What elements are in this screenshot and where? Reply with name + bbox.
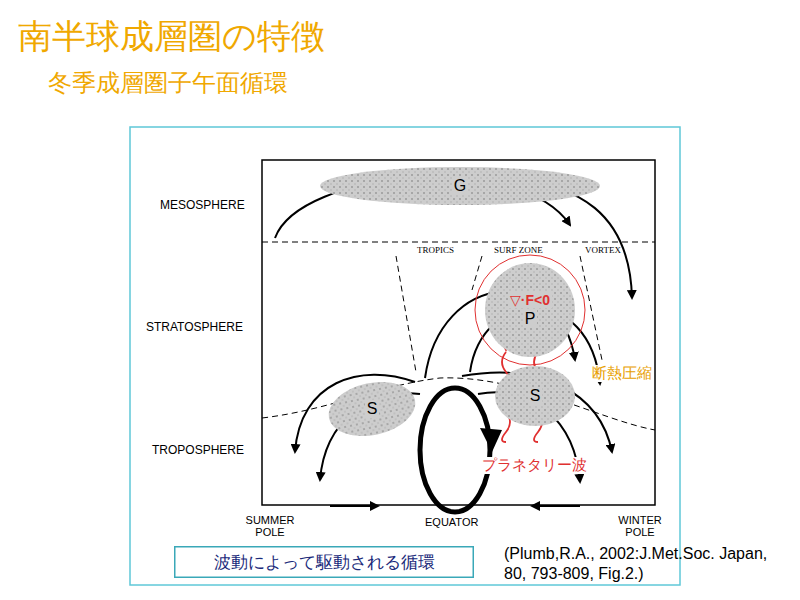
slide-title: 南半球成層圏の特徴: [18, 14, 325, 60]
pole-label: WINTER POLE: [610, 514, 670, 538]
synoptic-wave-region: S: [328, 383, 416, 435]
layer-name: TROPOSPHERE: [152, 444, 244, 457]
process-note: 断熱圧縮: [590, 365, 654, 382]
wave-label: プラネタリー波: [480, 457, 589, 474]
node-text: P: [523, 310, 538, 328]
layer-name: STRATOSPHERE: [146, 321, 243, 334]
node-text: S: [365, 400, 380, 418]
node-text: S: [528, 387, 543, 405]
axis-label: EQUATOR: [425, 516, 478, 528]
pole-label: SUMMER POLE: [240, 514, 300, 538]
gravity-wave-region: G: [320, 167, 600, 205]
citation: (Plumb,R.A., 2002:J.Met.Soc. Japan, 80, …: [504, 544, 779, 584]
node-text: ▽·F<0: [508, 292, 552, 308]
synoptic-wave-region: S: [495, 366, 575, 426]
node-text: G: [452, 177, 468, 195]
layer-name: MESOSPHERE: [160, 199, 245, 212]
slide-subtitle: 冬季成層圏子午面循環: [48, 70, 288, 96]
zone-name: VORTEX: [585, 246, 621, 256]
caption-box: 波動によって駆動される循環: [174, 546, 474, 578]
node-text: 波動によって駆動される循環: [214, 551, 435, 574]
zone-name: SURF ZONE: [494, 246, 543, 256]
planetary-wave-region: ▽·F<0P: [475, 255, 585, 365]
zone-name: TROPICS: [417, 246, 454, 256]
